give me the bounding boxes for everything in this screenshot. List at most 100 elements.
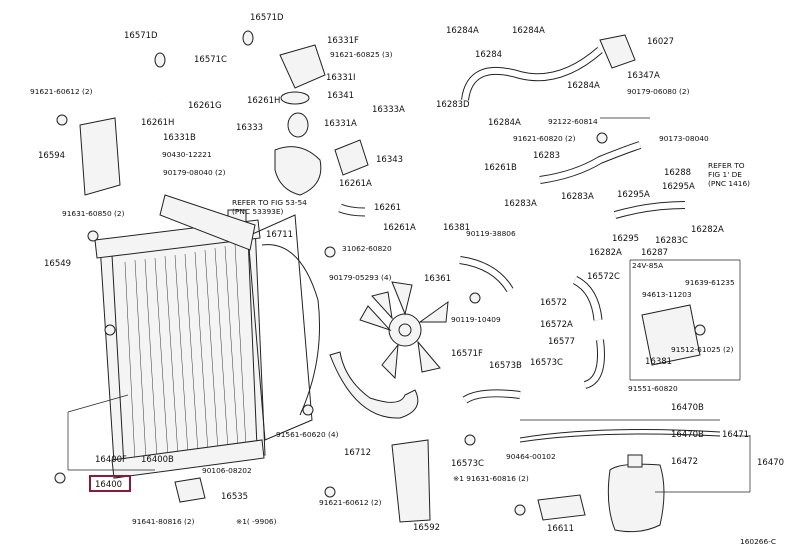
part-label[interactable]: 16261 (374, 203, 401, 213)
part-label[interactable]: 16347A (627, 71, 660, 81)
part-label[interactable]: 16333 (236, 123, 263, 133)
part-label[interactable]: (PNC 53393E) (232, 207, 284, 216)
part-label[interactable]: 16261A (339, 179, 372, 189)
part-label[interactable]: 91639-61235 (685, 278, 735, 287)
part-label[interactable]: 16282A (691, 225, 724, 235)
part-label[interactable]: 16331F (327, 36, 359, 46)
part-label[interactable]: 16284A (446, 26, 479, 36)
part-label[interactable]: 16573C (451, 459, 484, 469)
part-label[interactable]: 16331A (324, 119, 357, 129)
part-label[interactable]: 16535 (221, 492, 248, 502)
part-label[interactable]: 91561-60620 (4) (276, 430, 339, 439)
part-label[interactable]: 16571C (194, 55, 227, 65)
part-label[interactable]: 16261H (141, 118, 174, 128)
part-label[interactable]: 90106-08202 (202, 466, 252, 475)
part-label[interactable]: 90430-12221 (162, 150, 212, 159)
part-label[interactable]: 90464-00102 (506, 452, 556, 461)
part-label[interactable]: 16331I (326, 73, 356, 83)
part-label[interactable]: 90179-06080 (2) (627, 87, 690, 96)
part-label[interactable]: 16295A (617, 190, 650, 200)
part-label[interactable]: 90119-38806 (466, 229, 516, 238)
part-label[interactable]: 16027 (647, 37, 674, 47)
part-label[interactable]: 16381 (645, 357, 672, 367)
part-label[interactable]: 16577 (548, 337, 575, 347)
part-label[interactable]: 91512-61025 (2) (671, 345, 734, 354)
part-label[interactable]: 91621-60612 (2) (30, 87, 93, 96)
part-label[interactable]: 91621-60612 (2) (319, 498, 382, 507)
part-label[interactable]: 16571F (451, 349, 483, 359)
part-label[interactable]: 92122-60814 (548, 117, 598, 126)
part-label[interactable]: 16400B (141, 455, 174, 465)
reservoir-illustration (519, 429, 721, 533)
highlight-box (89, 475, 131, 492)
part-label[interactable]: 16287 (641, 248, 668, 258)
part-label[interactable]: 16611 (547, 524, 574, 534)
part-label[interactable]: 16470 (757, 458, 784, 468)
part-label[interactable]: 91621-60825 (3) (330, 50, 393, 59)
part-label[interactable]: 16711 (266, 230, 293, 240)
part-label[interactable]: 90179-05293 (4) (329, 273, 392, 282)
part-labels: 16571D 16571D 16571C 16331F 91621-60825 (3) 1… (30, 13, 784, 546)
part-label[interactable]: 16361 (424, 274, 451, 284)
part-label[interactable]: 16471 (722, 430, 749, 440)
part-label[interactable]: 16288 (664, 168, 691, 178)
part-label[interactable]: 91631-60850 (2) (62, 209, 125, 218)
part-label[interactable]: 16573C (530, 358, 563, 368)
part-label[interactable]: 16261G (188, 101, 222, 111)
part-label[interactable]: 90173-08040 (659, 134, 709, 143)
part-label[interactable]: 16572 (540, 298, 567, 308)
part-label[interactable]: (PNC 1416) (708, 179, 750, 188)
part-label[interactable]: 16284A (512, 26, 545, 36)
part-label[interactable]: 16594 (38, 151, 65, 161)
part-label[interactable]: 16283D (436, 100, 470, 110)
part-label[interactable]: 16712 (344, 448, 371, 458)
part-label[interactable]: 16333A (372, 105, 405, 115)
part-label[interactable]: 16284 (475, 50, 502, 60)
part-label[interactable]: 94613-11203 (642, 290, 692, 299)
part-label[interactable]: 16295A (662, 182, 695, 192)
part-label[interactable]: 16261A (383, 223, 416, 233)
part-label[interactable]: 16284A (567, 81, 600, 91)
part-label[interactable]: 91621-60820 (2) (513, 134, 576, 143)
part-label[interactable]: 16573B (489, 361, 522, 371)
part-label[interactable]: 16283A (504, 199, 537, 209)
part-label[interactable]: 16470B (671, 430, 704, 440)
part-label[interactable]: REFER TO FIG 53-54 (232, 198, 307, 207)
part-label[interactable]: 16572A (540, 320, 573, 330)
part-label[interactable]: 16571D (250, 13, 284, 23)
part-label[interactable]: ※1( -9906) (236, 517, 277, 526)
part-label[interactable]: 91641-80816 (2) (132, 517, 195, 526)
diagram-id: 160266-C (740, 537, 776, 546)
part-label[interactable]: 16295 (612, 234, 639, 244)
part-label[interactable]: 16283 (533, 151, 560, 161)
part-label[interactable]: 90179-08040 (2) (163, 168, 226, 177)
part-label[interactable]: 16470B (671, 403, 704, 413)
part-label[interactable]: 16472 (671, 457, 698, 467)
part-label[interactable]: 16549 (44, 259, 71, 269)
part-label[interactable]: 90119-10409 (451, 315, 501, 324)
upper-hoses-illustration (154, 28, 254, 103)
part-label[interactable]: 16381 (443, 223, 470, 233)
bracket-illustration (391, 439, 431, 523)
part-label[interactable]: 16284A (488, 118, 521, 128)
part-label[interactable]: 16283A (561, 192, 594, 202)
part-label[interactable]: 16261H (247, 96, 280, 106)
part-label[interactable]: 16571D (124, 31, 158, 41)
part-label[interactable]: FIG 1' DE (708, 170, 742, 179)
lower-hoses-illustration (459, 256, 701, 404)
part-label[interactable]: 16343 (376, 155, 403, 165)
part-label[interactable]: 16572C (587, 272, 620, 282)
part-label[interactable]: 16400 (95, 480, 122, 490)
part-label[interactable]: 16331B (163, 133, 196, 143)
part-label[interactable]: 16282A (589, 248, 622, 258)
part-label[interactable]: 24V-85A (632, 261, 663, 270)
part-label[interactable]: 16283C (655, 236, 688, 246)
part-label[interactable]: 16400F (95, 455, 127, 465)
part-label[interactable]: 16261B (484, 163, 517, 173)
part-label[interactable]: 16341 (327, 91, 354, 101)
part-label[interactable]: 31062-60820 (342, 244, 392, 253)
part-label[interactable]: ※1 91631-60816 (2) (453, 474, 529, 483)
part-label[interactable]: REFER TO (708, 161, 745, 170)
part-label[interactable]: 16592 (413, 523, 440, 533)
part-label[interactable]: 91551-60820 (628, 384, 678, 393)
